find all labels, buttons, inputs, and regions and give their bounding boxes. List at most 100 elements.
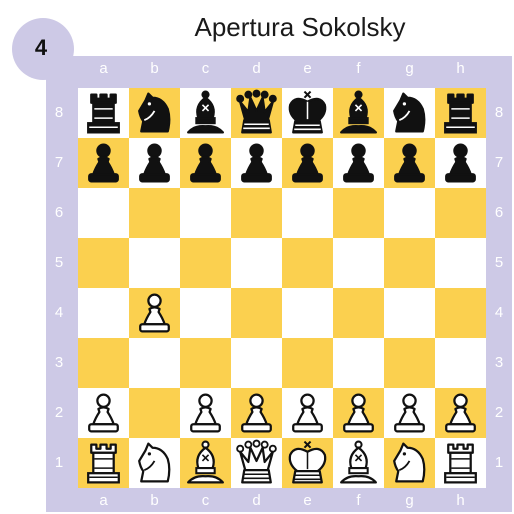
file-label-bottom: e	[298, 492, 318, 510]
diagram-title: Apertura Sokolsky	[140, 12, 460, 43]
square-g5[interactable]	[384, 238, 435, 288]
square-h7[interactable]	[435, 138, 486, 188]
square-g4[interactable]	[384, 288, 435, 338]
square-d5[interactable]	[231, 238, 282, 288]
square-e7[interactable]	[282, 138, 333, 188]
square-d7[interactable]	[231, 138, 282, 188]
square-b7[interactable]	[129, 138, 180, 188]
black-pawn-icon	[78, 138, 129, 188]
square-f7[interactable]	[333, 138, 384, 188]
square-e3[interactable]	[282, 338, 333, 388]
square-d8[interactable]	[231, 88, 282, 138]
rank-label-right: 4	[489, 304, 509, 322]
square-h3[interactable]	[435, 338, 486, 388]
square-b4[interactable]	[129, 288, 180, 338]
square-f1[interactable]	[333, 438, 384, 488]
white-pawn-icon	[435, 388, 486, 438]
square-d2[interactable]	[231, 388, 282, 438]
square-a5[interactable]	[78, 238, 129, 288]
square-h5[interactable]	[435, 238, 486, 288]
file-label-bottom: c	[196, 492, 216, 510]
file-label-top: c	[196, 60, 216, 78]
square-a7[interactable]	[78, 138, 129, 188]
square-b3[interactable]	[129, 338, 180, 388]
black-rook-icon	[435, 88, 486, 138]
black-pawn-icon	[384, 138, 435, 188]
square-c6[interactable]	[180, 188, 231, 238]
square-e1[interactable]	[282, 438, 333, 488]
square-e2[interactable]	[282, 388, 333, 438]
rank-label-left: 3	[49, 354, 69, 372]
square-f3[interactable]	[333, 338, 384, 388]
square-f2[interactable]	[333, 388, 384, 438]
file-label-top: h	[451, 60, 471, 78]
file-label-top: f	[349, 60, 369, 78]
white-pawn-icon	[384, 388, 435, 438]
square-g7[interactable]	[384, 138, 435, 188]
square-f4[interactable]	[333, 288, 384, 338]
rank-label-left: 6	[49, 204, 69, 222]
square-d6[interactable]	[231, 188, 282, 238]
square-e5[interactable]	[282, 238, 333, 288]
file-label-top: d	[247, 60, 267, 78]
rank-label-left: 2	[49, 404, 69, 422]
square-d3[interactable]	[231, 338, 282, 388]
square-b8[interactable]	[129, 88, 180, 138]
black-bishop-icon	[180, 88, 231, 138]
square-d4[interactable]	[231, 288, 282, 338]
square-a1[interactable]	[78, 438, 129, 488]
square-f5[interactable]	[333, 238, 384, 288]
square-c3[interactable]	[180, 338, 231, 388]
square-e4[interactable]	[282, 288, 333, 338]
chess-board	[78, 88, 486, 488]
square-h6[interactable]	[435, 188, 486, 238]
square-c5[interactable]	[180, 238, 231, 288]
square-h8[interactable]	[435, 88, 486, 138]
square-a6[interactable]	[78, 188, 129, 238]
white-pawn-icon	[231, 388, 282, 438]
square-a8[interactable]	[78, 88, 129, 138]
file-label-bottom: d	[247, 492, 267, 510]
square-h1[interactable]	[435, 438, 486, 488]
white-rook-icon	[78, 438, 129, 488]
square-g1[interactable]	[384, 438, 435, 488]
rank-label-right: 6	[489, 204, 509, 222]
square-b2[interactable]	[129, 388, 180, 438]
file-label-top: b	[145, 60, 165, 78]
square-h2[interactable]	[435, 388, 486, 438]
square-g6[interactable]	[384, 188, 435, 238]
white-queen-icon	[231, 438, 282, 488]
square-c4[interactable]	[180, 288, 231, 338]
white-pawn-icon	[180, 388, 231, 438]
square-a2[interactable]	[78, 388, 129, 438]
file-label-top: g	[400, 60, 420, 78]
square-b5[interactable]	[129, 238, 180, 288]
square-g3[interactable]	[384, 338, 435, 388]
black-pawn-icon	[129, 138, 180, 188]
square-a4[interactable]	[78, 288, 129, 338]
square-g8[interactable]	[384, 88, 435, 138]
square-e8[interactable]	[282, 88, 333, 138]
square-b1[interactable]	[129, 438, 180, 488]
black-pawn-icon	[180, 138, 231, 188]
square-c2[interactable]	[180, 388, 231, 438]
square-f8[interactable]	[333, 88, 384, 138]
square-f6[interactable]	[333, 188, 384, 238]
square-c7[interactable]	[180, 138, 231, 188]
square-g2[interactable]	[384, 388, 435, 438]
black-pawn-icon	[282, 138, 333, 188]
square-a3[interactable]	[78, 338, 129, 388]
square-h4[interactable]	[435, 288, 486, 338]
file-label-bottom: f	[349, 492, 369, 510]
square-c1[interactable]	[180, 438, 231, 488]
file-label-top: a	[94, 60, 114, 78]
square-b6[interactable]	[129, 188, 180, 238]
square-e6[interactable]	[282, 188, 333, 238]
rank-label-left: 1	[49, 454, 69, 472]
rank-label-left: 8	[49, 104, 69, 122]
rank-label-right: 7	[489, 154, 509, 172]
file-label-bottom: g	[400, 492, 420, 510]
square-c8[interactable]	[180, 88, 231, 138]
black-knight-icon	[129, 88, 180, 138]
square-d1[interactable]	[231, 438, 282, 488]
